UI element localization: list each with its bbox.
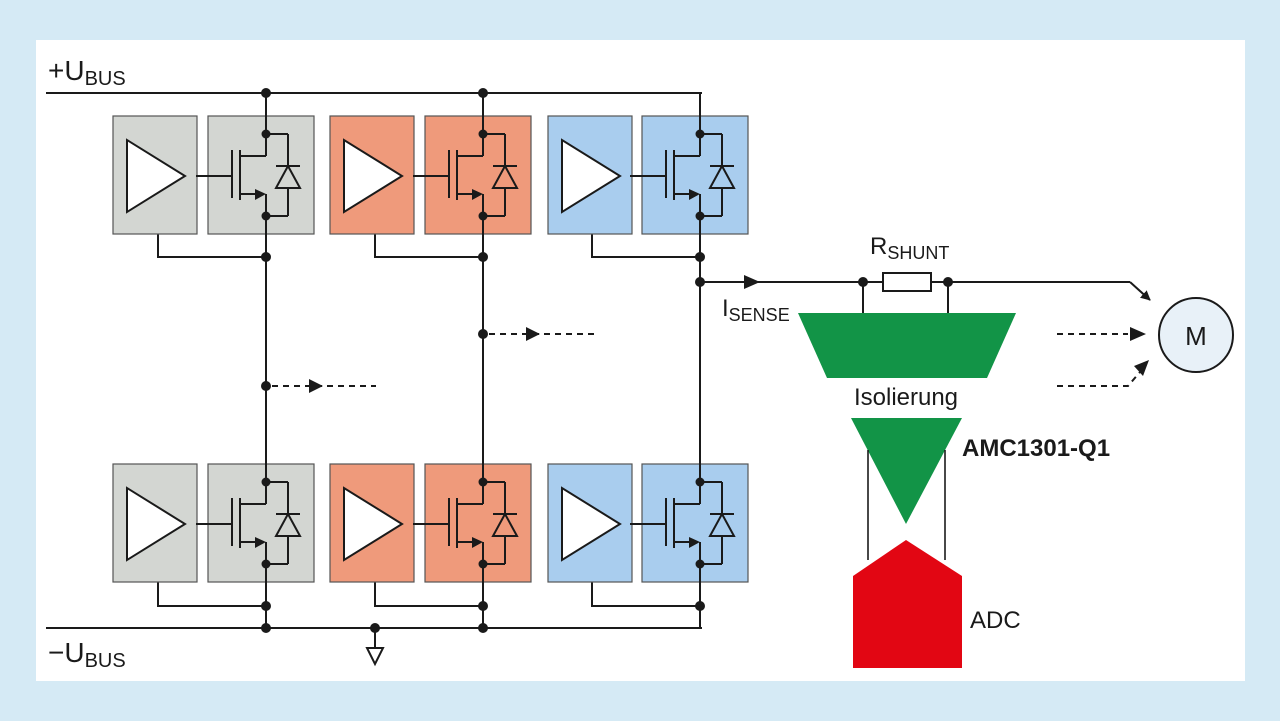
adc-label: ADC bbox=[970, 607, 1021, 634]
phase1-high-switch bbox=[195, 115, 315, 235]
phase2-high-driver bbox=[329, 115, 415, 235]
ubus-pos-label: +UBUS bbox=[48, 55, 126, 90]
amc-adc-wires bbox=[867, 450, 946, 560]
isolation-label: Isolierung bbox=[854, 384, 958, 411]
phase3-low-driver bbox=[547, 463, 633, 583]
phase1-high-driver bbox=[112, 115, 198, 235]
shunt-resistor bbox=[882, 272, 932, 292]
isense-arrow bbox=[744, 275, 760, 289]
phase-output-arrows bbox=[309, 327, 540, 393]
adc-block bbox=[853, 540, 962, 668]
phase2-low-driver bbox=[329, 463, 415, 583]
junction-dots bbox=[261, 88, 953, 633]
motor-label: M bbox=[1185, 321, 1207, 351]
phase2-low-switch bbox=[412, 463, 532, 583]
phase3-high-switch bbox=[629, 115, 749, 235]
motor-input-arrows bbox=[1130, 327, 1149, 376]
phase1-low-driver bbox=[112, 463, 198, 583]
ubus-neg-label: −UBUS bbox=[48, 637, 126, 672]
amc1301-amplifier bbox=[851, 418, 962, 524]
phase3-low-switch bbox=[629, 463, 749, 583]
amc-label: AMC1301-Q1 bbox=[962, 435, 1110, 462]
motor-circle bbox=[1158, 297, 1234, 373]
motor-inputs-dashed bbox=[1057, 333, 1141, 387]
sense-line bbox=[700, 281, 1151, 313]
isense-label: ISENSE bbox=[722, 295, 790, 325]
phase1-low-switch bbox=[195, 463, 315, 583]
phase2-high-switch bbox=[412, 115, 532, 235]
phase3-high-driver bbox=[547, 115, 633, 235]
isolation-block bbox=[798, 313, 1016, 378]
rshunt-label: RSHUNT bbox=[870, 233, 949, 263]
